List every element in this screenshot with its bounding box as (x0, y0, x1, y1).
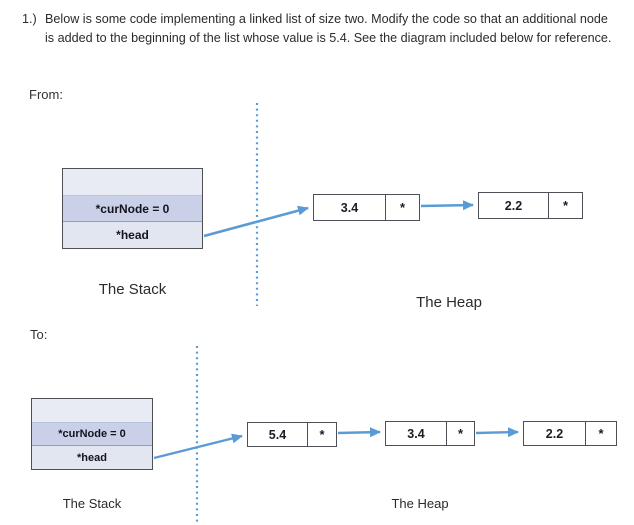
to-node2-to-node3-arrow (475, 427, 519, 438)
from-stack-row-head: *head (63, 222, 202, 248)
node-pointer-cell: * (562, 198, 569, 213)
question-paragraph: 1.) Below is some code implementing a li… (22, 10, 618, 48)
node-pointer-cell: * (457, 426, 464, 441)
question-number: 1.) (22, 12, 37, 26)
from-stack-row-curnode: *curNode = 0 (63, 195, 202, 222)
to-stack-row-empty (32, 399, 152, 422)
node-value-cell: 3.4 (386, 422, 447, 445)
node-value-cell: 2.2 (479, 193, 549, 218)
node-value-cell: 5.4 (248, 423, 308, 446)
to-head-pointer-arrow (153, 433, 243, 460)
node-pointer-cell: * (319, 427, 325, 442)
from-heap-node-1: 3.4 * (313, 194, 420, 221)
node-value-cell: 3.4 (314, 195, 386, 220)
from-label: From: (29, 87, 63, 102)
from-heap-node-2: 2.2 * (478, 192, 583, 219)
to-label: To: (30, 327, 48, 342)
to-stack-box: *curNode = 0 *head (31, 398, 153, 470)
from-stack-caption: The Stack (98, 281, 167, 298)
to-heap-node-1: 5.4 * (247, 422, 337, 447)
node-value-cell: 2.2 (524, 422, 586, 445)
to-heap-node-2: 3.4 * (385, 421, 475, 446)
question-text: Below is some code implementing a linked… (45, 12, 612, 45)
to-stack-row-curnode: *curNode = 0 (32, 422, 152, 446)
from-head-pointer-arrow (203, 205, 309, 238)
to-heap-node-3: 2.2 * (523, 421, 617, 446)
to-heap-caption: The Heap (391, 496, 449, 511)
from-node1-to-node2-arrow (420, 200, 474, 211)
to-node1-to-node2-arrow (337, 427, 381, 438)
node-pointer-cell: * (399, 200, 406, 215)
from-stack-box: *curNode = 0 *head (62, 168, 203, 249)
from-heap-caption: The Heap (416, 294, 482, 311)
to-stack-caption: The Stack (62, 496, 122, 511)
to-stack-row-head: *head (32, 446, 152, 469)
from-stack-row-empty (63, 169, 202, 195)
node-pointer-cell: * (598, 426, 604, 441)
